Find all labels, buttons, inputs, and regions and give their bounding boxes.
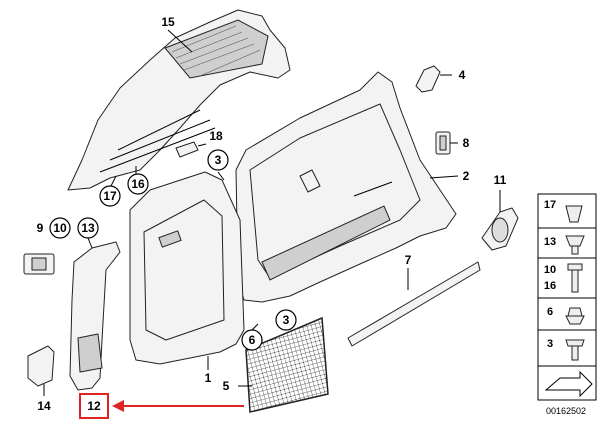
legend-label-16: 16 — [544, 280, 556, 292]
clip-17-icon — [565, 205, 583, 223]
callout-3-circle-top — [207, 149, 229, 171]
callout-16: 16 — [131, 177, 145, 191]
direction-arrow-icon — [544, 370, 593, 398]
legend-label-17: 17 — [544, 199, 556, 211]
highlight-box-12 — [79, 393, 109, 419]
callout-7: 7 — [405, 253, 412, 267]
callout-17: 17 — [103, 189, 117, 203]
callout-3-top: 3 — [215, 153, 222, 167]
callout-3-bottom: 3 — [283, 313, 290, 327]
part-15-upper-trim — [67, 9, 291, 191]
callout-5: 5 — [223, 379, 230, 393]
callout-11: 11 — [494, 173, 507, 187]
screw-10-icon — [567, 263, 583, 293]
callout-12: 12 — [87, 399, 101, 413]
callout-15: 15 — [161, 15, 175, 29]
callout-10-circle — [49, 217, 71, 239]
callout-13: 13 — [81, 221, 95, 235]
legend-panel: 17 13 10 16 6 3 — [537, 193, 597, 401]
callout-6: 6 — [249, 333, 256, 347]
part-14-bracket — [27, 345, 55, 387]
callout-8: 8 — [463, 136, 470, 150]
rivet-13-icon — [565, 235, 585, 255]
callout-2: 2 — [463, 169, 470, 183]
part-2-side-panel — [235, 71, 457, 303]
part-13-pillar — [69, 241, 121, 391]
part-1-lower-trim — [129, 171, 245, 365]
part-7-strip — [347, 261, 481, 347]
part-5-net — [245, 316, 329, 413]
callout-1: 1 — [205, 371, 212, 385]
part-8-bracket — [435, 131, 451, 155]
push-pin-3-icon — [565, 339, 585, 361]
callouts: 15 4 18 8 3 2 11 17 16 9 10 13 7 6 3 1 5… — [37, 15, 507, 419]
callout-18: 18 — [209, 129, 223, 143]
legend-label-3: 3 — [547, 338, 553, 350]
part-4-cap — [415, 65, 441, 93]
part-18-clip — [175, 141, 199, 158]
legend-label-13: 13 — [544, 236, 556, 248]
nut-6-icon — [565, 307, 585, 325]
legend-label-10: 10 — [544, 264, 556, 276]
callout-10: 10 — [53, 221, 67, 235]
callout-3-circle-bottom — [275, 309, 297, 331]
callout-17-circle — [99, 185, 121, 207]
leader-lines — [43, 29, 501, 396]
callout-16-circle — [127, 173, 149, 195]
highlight-arrow — [112, 400, 244, 412]
callout-13-circle — [77, 217, 99, 239]
legend-label-6: 6 — [547, 306, 553, 318]
callout-14: 14 — [37, 399, 51, 413]
callout-6-circle — [241, 329, 263, 351]
callout-4: 4 — [459, 68, 466, 82]
part-9-clip — [23, 253, 55, 275]
reference-number: 00162502 — [546, 406, 586, 416]
callout-9: 9 — [37, 221, 44, 235]
part-11-speaker — [481, 207, 519, 251]
